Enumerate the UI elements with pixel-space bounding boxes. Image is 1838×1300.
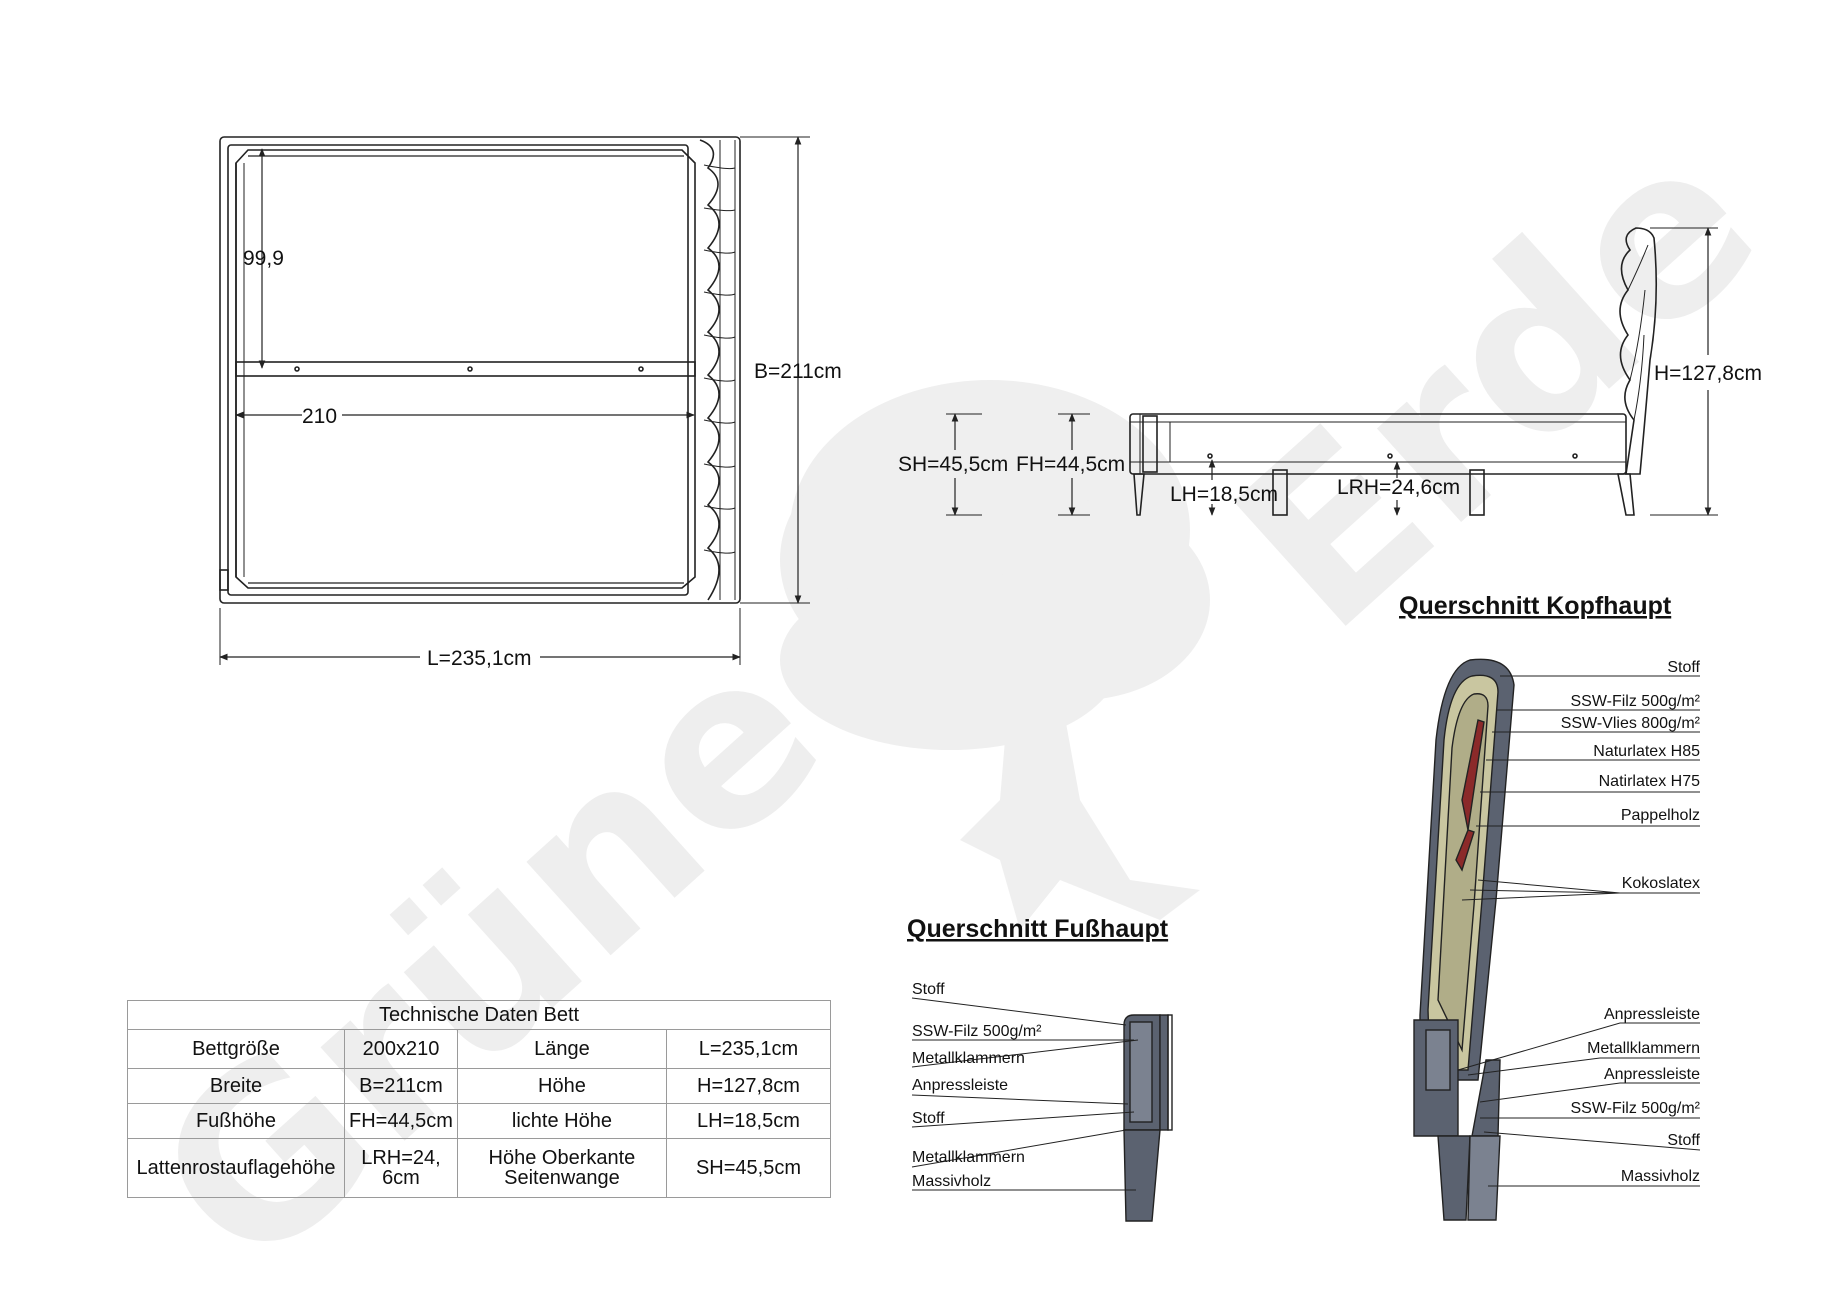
tech-data-table: Technische Daten Bett Bettgröße 200x210 … xyxy=(127,1000,832,1198)
headboard-label: Anpressleiste xyxy=(1604,1006,1700,1023)
table-cell: Bettgröße xyxy=(127,1029,345,1069)
tree-watermark-icon xyxy=(780,380,1210,930)
headboard-label: Stoff xyxy=(1667,659,1700,676)
table-cell: Höhe xyxy=(456,1068,667,1104)
headboard-label: SSW-Filz 500g/m² xyxy=(1570,1100,1700,1117)
headboard-label: Anpressleiste xyxy=(1604,1066,1700,1083)
table-cell: L=235,1cm xyxy=(665,1029,832,1069)
sh-label: SH=45,5cm xyxy=(898,453,1008,476)
side-view xyxy=(1129,227,1658,516)
headboard-label: Pappelholz xyxy=(1621,807,1700,824)
headboard-label: Natirlatex H75 xyxy=(1599,773,1700,790)
headboard-label: Kokoslatex xyxy=(1622,875,1700,892)
table-row: Breite B=211cm Höhe H=127,8cm xyxy=(127,1068,832,1104)
table-row: Fußhöhe FH=44,5cm lichte Höhe LH=18,5cm xyxy=(127,1103,832,1139)
headboard-labels: Stoff SSW-Filz 500g/m² SSW-Vlies 800g/m²… xyxy=(1561,659,1701,1185)
table-cell: FH=44,5cm xyxy=(344,1103,458,1139)
fh-label: FH=44,5cm xyxy=(1016,453,1125,476)
table-cell: Fußhöhe xyxy=(127,1103,345,1139)
headboard-section-drawing xyxy=(1413,658,1515,1221)
footboard-label: Anpressleiste xyxy=(912,1077,1008,1094)
table-cell: Länge xyxy=(456,1029,667,1069)
headboard-label: Metallklammern xyxy=(1587,1040,1700,1057)
table-caption: Technische Daten Bett xyxy=(127,1000,831,1030)
lh-label: LH=18,5cm xyxy=(1170,483,1278,506)
table-cell: lichte Höhe xyxy=(456,1103,667,1139)
footboard-labels: Stoff SSW-Filz 500g/m² Metallklammern An… xyxy=(912,981,1042,1190)
footboard-label: Massivholz xyxy=(912,1173,991,1190)
table-cell: LH=18,5cm xyxy=(665,1103,832,1139)
headboard-label: Stoff xyxy=(1667,1132,1700,1149)
table-cell: H=127,8cm xyxy=(665,1068,832,1104)
headboard-label: SSW-Vlies 800g/m² xyxy=(1561,715,1701,732)
footboard-label: Stoff xyxy=(912,1110,945,1127)
footboard-label: Metallklammern xyxy=(912,1149,1025,1166)
table-row: Lattenrostauflagehöhe LRH=24, 6cm Höhe O… xyxy=(127,1138,832,1198)
h-label: H=127,8cm xyxy=(1654,362,1762,385)
footboard-label: SSW-Filz 500g/m² xyxy=(912,1023,1042,1040)
footboard-section-title: Querschnitt Fußhaupt xyxy=(907,915,1169,943)
inner-length-label: 210 xyxy=(302,405,337,428)
width-total-label: B=211cm xyxy=(754,360,842,383)
table-cell: B=211cm xyxy=(344,1068,458,1104)
top-view xyxy=(219,136,741,604)
footboard-callout-lines xyxy=(911,997,1139,1191)
table-cell: Höhe Oberkante Seitenwange xyxy=(456,1138,667,1198)
side-view-dimensions xyxy=(946,227,1718,516)
table-cell: Breite xyxy=(127,1068,345,1104)
table-row: Bettgröße 200x210 Länge L=235,1cm xyxy=(127,1029,832,1069)
headboard-section-title: Querschnitt Kopfhaupt xyxy=(1399,592,1672,620)
footboard-label: Metallklammern xyxy=(912,1050,1025,1067)
headboard-label: Massivholz xyxy=(1621,1168,1700,1185)
footboard-section-drawing xyxy=(1123,1014,1173,1222)
headboard-callout-lines xyxy=(1457,675,1701,1187)
headboard-label: Naturlatex H85 xyxy=(1593,743,1700,760)
top-view-dimensions xyxy=(219,136,810,665)
headboard-label: SSW-Filz 500g/m² xyxy=(1570,693,1700,710)
table-cell: Lattenrostauflagehöhe xyxy=(127,1138,345,1198)
table-cell: SH=45,5cm xyxy=(665,1138,832,1198)
table-cell: LRH=24, 6cm xyxy=(344,1138,458,1198)
inner-width-label: 99,9 xyxy=(243,247,284,270)
lrh-label: LRH=24,6cm xyxy=(1337,476,1460,499)
footboard-label: Stoff xyxy=(912,981,945,998)
length-total-label: L=235,1cm xyxy=(427,647,532,670)
table-cell: 200x210 xyxy=(344,1029,458,1069)
